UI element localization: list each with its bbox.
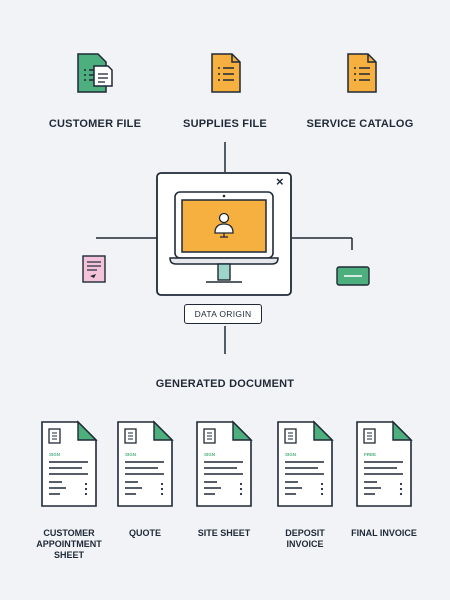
supplies-file-icon [211,53,241,93]
document-tag: SIGN [285,452,296,457]
document-label: CUSTOMER APPOINTMENT SHEET [36,528,102,560]
source-label-service-catalog: SERVICE CATALOG [306,118,414,130]
document-label: DEPOSIT INVOICE [285,528,325,549]
source-label-customer-file: CUSTOMER FILE [48,118,142,130]
document-tag: FREE [364,452,376,457]
close-icon[interactable]: × [276,174,284,189]
data-origin-window [156,172,292,296]
data-origin-label: DATA ORIGIN [184,304,262,324]
document-tag: SIGN [49,452,60,457]
pink-note-icon [82,255,106,283]
section-title: GENERATED DOCUMENT [155,378,295,390]
document-icon[interactable]: FREE [355,420,415,510]
source-label-supplies-file: SUPPLIES FILE [183,118,267,130]
document-label: FINAL INVOICE [351,528,417,538]
green-card-icon [336,266,370,286]
service-catalog-icon [347,53,377,93]
document-tag: SIGN [125,452,136,457]
document-tag: SIGN [204,452,215,457]
document-icon[interactable]: SIGN [40,420,100,510]
document-label: QUOTE [128,528,161,538]
customer-file-icon [77,53,113,93]
document-icon[interactable]: SIGN [116,420,176,510]
document-icon[interactable]: SIGN [195,420,255,510]
document-icon[interactable]: SIGN [276,420,336,510]
document-label: SITE SHEET [197,528,251,538]
